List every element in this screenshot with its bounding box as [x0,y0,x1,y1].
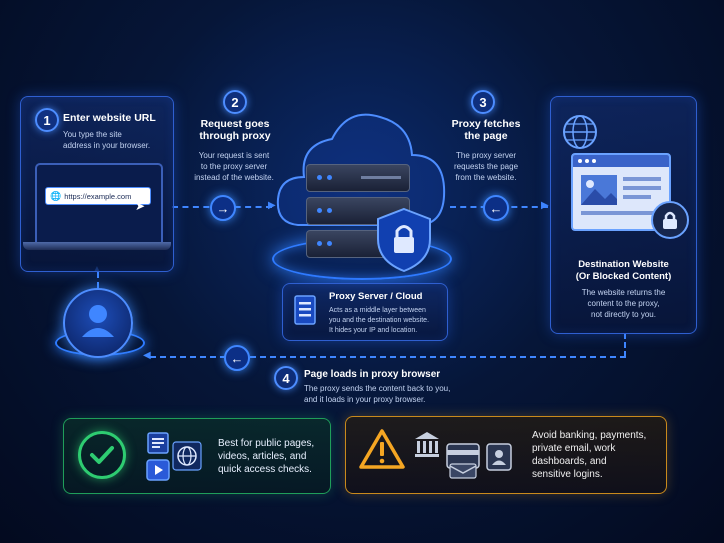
good-use-box: Best for public pages, videos, articles,… [63,418,331,494]
address-bar[interactable]: 🌐 https://example.com [45,187,151,205]
step-number: 1 [35,108,59,132]
arrow-head-icon: ◀ [143,350,151,361]
destination-title: Destination Website (Or Blocked Content) [575,259,672,282]
laptop: 🌐 https://example.com ➤ [35,163,163,247]
step-description: Your request is sent to the proxy server… [194,151,274,182]
globe-icon [172,441,202,471]
warning-text: Avoid banking, payments, private email, … [532,430,647,480]
globe-icon [563,115,597,149]
step-number: 3 [471,90,495,114]
good-use-text: Best for public pages, videos, articles,… [218,438,315,475]
warning-icon [359,429,405,469]
check-icon [78,431,126,479]
arrow-right-icon: → [210,195,236,221]
shield-lock-icon [377,207,431,273]
step-title: Enter website URL [63,112,156,124]
arrow-left-icon: ← [224,345,250,371]
play-icon [146,459,170,481]
proxy-title: Proxy Server / Cloud [329,291,423,302]
arrow-left-icon: ← [483,195,509,221]
url-text: https://example.com [64,191,132,201]
server-list-icon [294,295,316,325]
lock-icon [651,201,689,239]
globe-icon: 🌐 [50,190,62,201]
user-icon [82,305,114,337]
arrow-head-icon: ▶ [268,200,276,211]
cursor-icon: ➤ [135,199,146,213]
flow-line-return [150,356,626,358]
step-description: The proxy sends the content back to you,… [304,384,451,404]
step-title: Proxy fetches the page [451,118,521,142]
step-title: Request goes through proxy [199,118,271,142]
step-description: You type the site address in your browse… [63,130,151,150]
browser-window [571,153,671,231]
destination-description: The website returns the content to the p… [581,288,666,319]
flow-line-user-up [97,272,99,288]
proxy-info-panel: Proxy Server / Cloud Acts as a middle la… [282,283,448,341]
document-icon [147,432,169,454]
warning-box: Avoid banking, payments, private email, … [345,416,667,494]
step-description: The proxy server requests the page from … [453,151,519,182]
card-icon [446,443,480,479]
laptop-base [23,242,171,250]
arrow-head-icon: ▶ [541,200,549,211]
flow-line-return-down [624,333,626,357]
step-number: 2 [223,90,247,114]
step-title: Page loads in proxy browser [304,369,441,380]
image-icon [581,175,617,205]
proxy-description: Acts as a middle layer between you and t… [329,307,430,334]
avatar [63,288,133,358]
id-badge-icon [486,443,512,471]
destination-panel: Destination Website (Or Blocked Content)… [550,96,697,334]
step-number: 4 [274,366,298,390]
step-1-panel: 1 Enter website URL You type the site ad… [20,96,174,272]
bank-icon [415,432,439,457]
